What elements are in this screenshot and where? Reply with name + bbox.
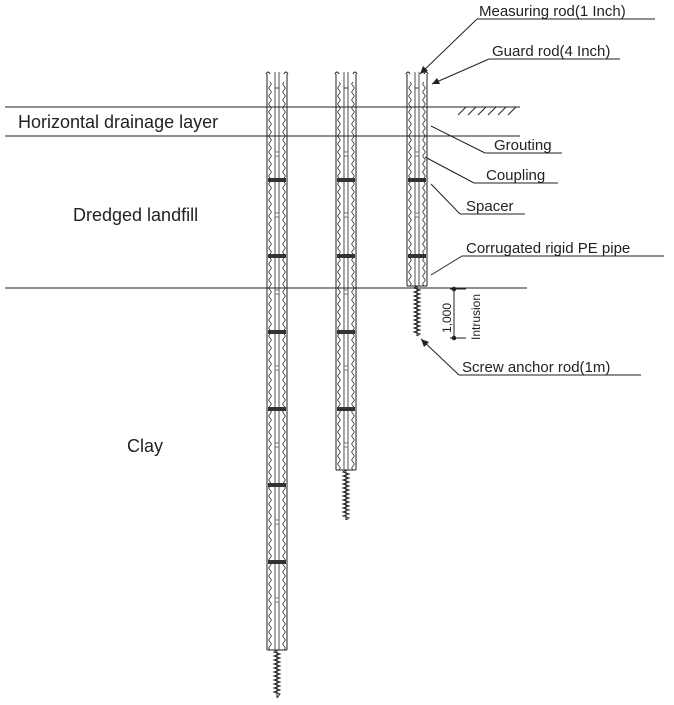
intrusion-dimension <box>450 286 466 341</box>
leader-anchor-diag <box>420 338 460 376</box>
spacer-mark <box>337 178 355 182</box>
layer-label-clay: Clay <box>127 436 163 456</box>
coupling-mark <box>343 442 349 448</box>
rod-top-cap-right <box>283 71 289 75</box>
label-coupling: Coupling <box>486 167 545 184</box>
spacer-mark <box>408 254 426 258</box>
spacer-mark <box>337 254 355 258</box>
corrugated-wall-left <box>337 81 341 471</box>
spacer-mark <box>268 254 286 258</box>
rod-top-cap-left <box>265 71 271 75</box>
rod-top-cap-left <box>334 71 340 75</box>
leader-grouting-diag <box>430 125 486 154</box>
intrusion-value: 1,000 <box>440 303 454 333</box>
leader-guard-rod-diag <box>431 58 490 85</box>
leader-pipe-diag <box>430 255 463 276</box>
soil-hatch-symbol <box>455 106 520 116</box>
coupling-mark <box>414 151 420 157</box>
coupling-mark <box>274 365 280 371</box>
label-pipe: Corrugated rigid PE pipe <box>466 240 630 257</box>
coupling-mark <box>343 289 349 295</box>
corrugated-wall-right <box>351 81 355 471</box>
spacer-mark <box>268 483 286 487</box>
coupling-mark <box>274 442 280 448</box>
layer-label-drainage: Horizontal drainage layer <box>18 112 218 132</box>
coupling-mark <box>343 151 349 157</box>
leader-coupling-diag <box>424 156 475 184</box>
intrusion-label: Intrusion <box>469 294 483 340</box>
spacer-mark <box>408 178 426 182</box>
label-spacer: Spacer <box>466 198 514 215</box>
rod-top-cap-right <box>423 71 429 75</box>
rod-top-cap-left <box>405 71 411 75</box>
spacer-mark <box>337 330 355 334</box>
spacer-mark <box>268 330 286 334</box>
leader-measuring-rod-diag <box>419 18 478 75</box>
spacer-mark <box>268 560 286 564</box>
coupling-mark <box>274 519 280 525</box>
label-grouting: Grouting <box>494 137 552 154</box>
spacer-mark <box>337 407 355 411</box>
corrugated-wall-right <box>282 81 286 651</box>
coupling-mark <box>414 212 420 218</box>
coupling-mark <box>274 212 280 218</box>
coupling-mark <box>343 212 349 218</box>
corrugated-wall-left <box>268 81 272 651</box>
spacer-mark <box>268 178 286 182</box>
spacer-mark <box>268 407 286 411</box>
settlement-rod-group <box>265 71 429 699</box>
coupling-mark <box>343 365 349 371</box>
corrugated-wall-right <box>422 81 426 287</box>
rod-top-cap-right <box>352 71 358 75</box>
label-anchor: Screw anchor rod(1m) <box>462 359 610 376</box>
label-guard-rod: Guard rod(4 Inch) <box>492 43 610 60</box>
leader-lines <box>419 18 664 376</box>
leader-arrowheads <box>420 66 440 347</box>
label-measuring-rod: Measuring rod(1 Inch) <box>479 3 626 20</box>
coupling-mark <box>274 151 280 157</box>
coupling-mark <box>274 289 280 295</box>
layer-label-landfill: Dredged landfill <box>73 205 198 225</box>
coupling-mark <box>274 597 280 603</box>
corrugated-wall-left <box>408 81 412 287</box>
leader-spacer-diag <box>430 183 461 215</box>
